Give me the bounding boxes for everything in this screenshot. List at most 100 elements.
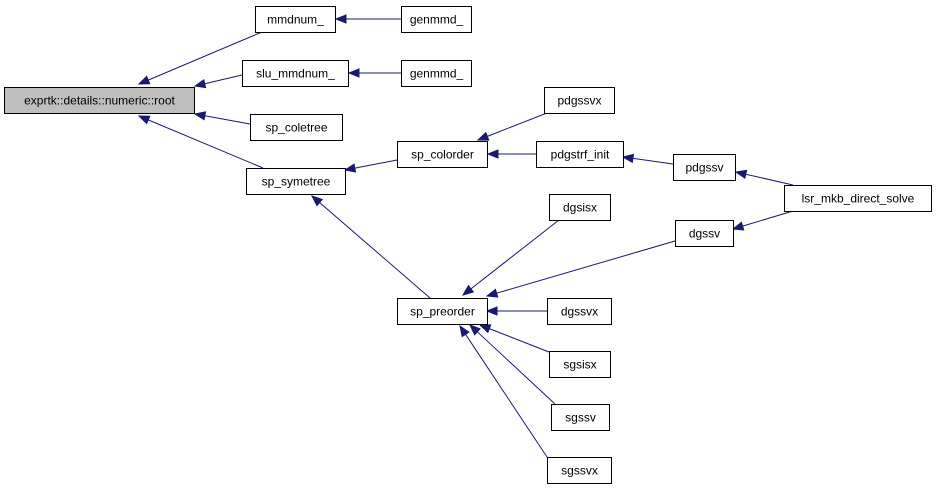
node-mmdnum[interactable]: mmdnum_ — [255, 6, 336, 33]
node-box[interactable] — [397, 298, 488, 325]
edge-line — [745, 173, 794, 186]
edge-sgssv-to-sp_preorder — [469, 324, 556, 405]
node-box[interactable] — [401, 6, 472, 33]
node-box[interactable] — [547, 457, 612, 484]
node-label: sgsisx — [563, 358, 596, 372]
arrowhead-icon — [476, 131, 490, 141]
node-sgsisx[interactable]: sgsisx — [549, 351, 611, 378]
node-pdgstrf-init[interactable]: pdgstrf_init — [536, 141, 624, 168]
edge-line — [319, 202, 431, 299]
node-box[interactable] — [397, 141, 488, 168]
node-box[interactable] — [547, 298, 612, 325]
edge-line — [465, 334, 550, 461]
node-label: pdgssv — [685, 161, 723, 175]
edge-pdgssvx-to-sp_colorder — [476, 112, 548, 141]
node-label: dgsisx — [563, 201, 597, 215]
edge-pdgssv-to-pdgstrf_init — [621, 153, 674, 165]
node-sgssv[interactable]: sgssv — [551, 404, 610, 431]
arrowhead-icon — [343, 163, 357, 173]
edges-layer — [137, 14, 794, 461]
node-box[interactable] — [250, 114, 343, 141]
node-dgssvx[interactable]: dgssvx — [547, 298, 612, 325]
edge-line — [204, 115, 251, 125]
node-label: sp_coletree — [265, 121, 327, 135]
edge-pdgstrf_init-to-sp_colorder — [486, 149, 536, 159]
edge-line — [742, 210, 794, 227]
edge-line — [148, 31, 263, 81]
node-label: mmdnum_ — [267, 13, 324, 27]
arrowhead-icon — [137, 115, 151, 125]
node-label: genmmd_ — [410, 67, 464, 81]
edge-sp_colorder-to-sp_symetree — [343, 159, 398, 173]
node-sp-symetree[interactable]: sp_symetree — [246, 168, 346, 195]
node-label: dgssvx — [561, 305, 598, 319]
node-dgssv[interactable]: dgssv — [675, 220, 734, 247]
node-box[interactable] — [536, 141, 624, 168]
node-box[interactable] — [673, 154, 736, 181]
arrowhead-icon — [731, 221, 745, 231]
arrowhead-icon — [485, 306, 498, 316]
arrowhead-icon — [486, 149, 499, 159]
edge-mmdnum-to-root — [137, 31, 263, 85]
node-sp-colorder[interactable]: sp_colorder — [397, 141, 488, 168]
node-label: lsr_mkb_direct_solve — [802, 192, 915, 206]
arrowhead-icon — [734, 169, 748, 179]
edge-sp_coletree-to-root — [193, 111, 251, 125]
arrowhead-icon — [334, 14, 347, 24]
node-box[interactable] — [675, 220, 734, 247]
edge-dgssvx-to-sp_preorder — [485, 306, 547, 316]
node-box[interactable] — [549, 351, 611, 378]
node-label: sp_preorder — [410, 305, 475, 319]
arrowhead-icon — [459, 324, 470, 338]
edge-sp_preorder-to-sp_symetree — [310, 195, 431, 299]
node-dgsisx[interactable]: dgsisx — [549, 194, 611, 221]
arrowhead-icon — [461, 284, 475, 296]
edge-dgssv-to-sp_preorder — [485, 240, 676, 298]
edge-line — [632, 157, 674, 165]
arrowhead-icon — [193, 78, 207, 89]
node-label: dgssv — [689, 227, 720, 241]
arrowhead-icon — [469, 324, 481, 336]
node-box[interactable] — [4, 87, 195, 114]
edge-line — [476, 331, 556, 405]
arrowhead-icon — [310, 195, 324, 207]
node-box[interactable] — [544, 87, 615, 114]
node-box[interactable] — [549, 194, 611, 221]
node-pdgssv[interactable]: pdgssv — [673, 154, 736, 181]
nodes-layer: exprtk::details::numeric::root mmdnum_slu… — [4, 6, 932, 484]
node-label: exprtk::details::numeric::root — [24, 94, 175, 108]
node-label: sp_colorder — [411, 148, 474, 162]
arrowhead-icon — [193, 111, 207, 121]
node-box[interactable] — [784, 185, 932, 212]
node-box[interactable] — [242, 60, 349, 87]
arrowhead-icon — [621, 153, 635, 164]
node-sgssvx[interactable]: sgssvx — [547, 457, 612, 484]
edge-line — [496, 240, 676, 294]
node-genmmd1[interactable]: genmmd_ — [401, 6, 472, 33]
node-label: sgssvx — [561, 464, 598, 478]
arrowhead-icon — [347, 68, 360, 78]
edge-lsr-to-dgssv — [731, 210, 794, 231]
node-pdgssvx[interactable]: pdgssvx — [544, 87, 615, 114]
edge-line — [148, 119, 264, 169]
node-genmmd2[interactable]: genmmd_ — [401, 60, 472, 87]
edge-line — [470, 219, 560, 290]
node-box[interactable] — [255, 6, 336, 33]
node-slu-mmdnum[interactable]: slu_mmdnum_ — [242, 60, 349, 87]
node-box[interactable] — [401, 60, 472, 87]
arrowhead-icon — [137, 75, 151, 85]
node-box[interactable] — [246, 168, 346, 195]
edge-slu_mmdnum-to-root — [193, 74, 243, 89]
node-sp-coletree[interactable]: sp_coletree — [250, 114, 343, 141]
arrowhead-icon — [478, 324, 492, 334]
node-sp-preorder[interactable]: sp_preorder — [397, 298, 488, 325]
node-box[interactable] — [551, 404, 610, 431]
edge-sgsisx-to-sp_preorder — [478, 324, 550, 353]
node-label: pdgstrf_init — [551, 148, 610, 162]
node-lsr[interactable]: lsr_mkb_direct_solve — [784, 185, 932, 212]
edge-lsr-to-pdgssv — [734, 169, 794, 186]
node-root[interactable]: exprtk::details::numeric::root — [4, 87, 195, 114]
edge-line — [354, 159, 398, 169]
edge-line — [487, 112, 548, 137]
